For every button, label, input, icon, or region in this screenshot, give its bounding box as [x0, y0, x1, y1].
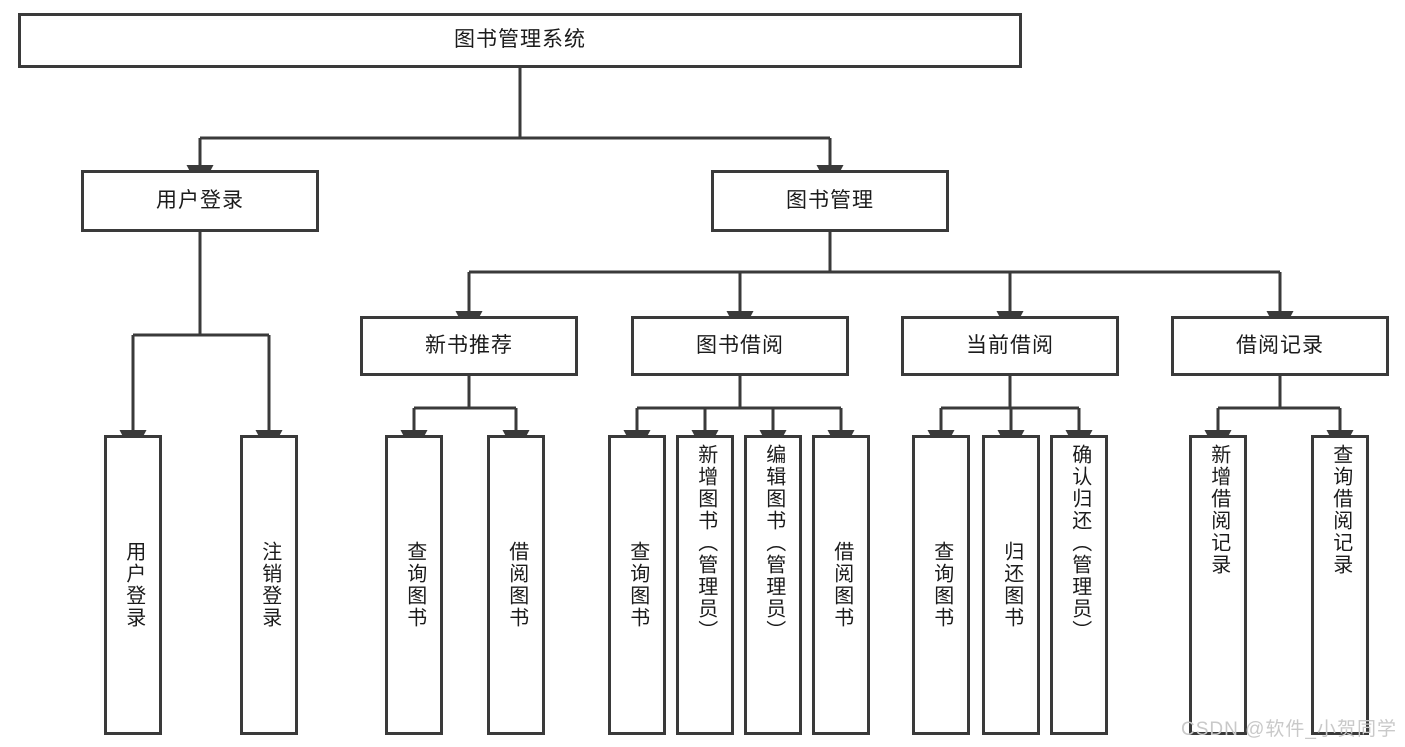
- node-l3-d1[interactable]: 查询图书: [912, 435, 970, 735]
- node-l3-a2[interactable]: 注销登录: [240, 435, 298, 735]
- node-label: 编辑图书（管理员）: [762, 444, 785, 642]
- node-l3-b2[interactable]: 借阅图书: [487, 435, 545, 735]
- node-label: 借阅图书: [505, 541, 528, 629]
- node-label: 图书借阅: [696, 333, 784, 357]
- node-label: 新增借阅记录: [1207, 444, 1230, 576]
- node-label: 确认归还（管理员）: [1068, 444, 1091, 642]
- node-label: 查询借阅记录: [1329, 444, 1352, 576]
- node-l3-d2[interactable]: 归还图书: [982, 435, 1040, 735]
- node-l3-c2[interactable]: 新增图书（管理员）: [676, 435, 734, 735]
- node-l3-c4[interactable]: 借阅图书: [812, 435, 870, 735]
- node-label: 新书推荐: [425, 333, 513, 357]
- node-l3-b1[interactable]: 查询图书: [385, 435, 443, 735]
- node-label: 用户登录: [122, 541, 145, 629]
- node-label: 查询图书: [626, 541, 649, 629]
- node-label: 借阅图书: [830, 541, 853, 629]
- node-l2-current[interactable]: 当前借阅: [901, 316, 1119, 376]
- node-label: 归还图书: [1000, 541, 1023, 629]
- node-l3-e1[interactable]: 新增借阅记录: [1189, 435, 1247, 735]
- node-label: 图书管理系统: [454, 28, 586, 52]
- node-l3-a1[interactable]: 用户登录: [104, 435, 162, 735]
- node-l2-record[interactable]: 借阅记录: [1171, 316, 1389, 376]
- node-label: 当前借阅: [966, 333, 1054, 357]
- node-label: 查询图书: [930, 541, 953, 629]
- node-l2-newbook[interactable]: 新书推荐: [360, 316, 578, 376]
- node-l2-borrow[interactable]: 图书借阅: [631, 316, 849, 376]
- node-label: 图书管理: [786, 188, 874, 212]
- node-l3-e2[interactable]: 查询借阅记录: [1311, 435, 1369, 735]
- node-label: 查询图书: [403, 541, 426, 629]
- node-root[interactable]: 图书管理系统: [18, 13, 1022, 68]
- node-l3-c3[interactable]: 编辑图书（管理员）: [744, 435, 802, 735]
- node-l3-d3[interactable]: 确认归还（管理员）: [1050, 435, 1108, 735]
- node-label: 借阅记录: [1236, 333, 1324, 357]
- node-l1-login[interactable]: 用户登录: [81, 170, 319, 232]
- node-label: 注销登录: [258, 541, 281, 629]
- node-label: 用户登录: [156, 188, 244, 212]
- node-l1-book[interactable]: 图书管理: [711, 170, 949, 232]
- node-l3-c1[interactable]: 查询图书: [608, 435, 666, 735]
- node-label: 新增图书（管理员）: [694, 444, 717, 642]
